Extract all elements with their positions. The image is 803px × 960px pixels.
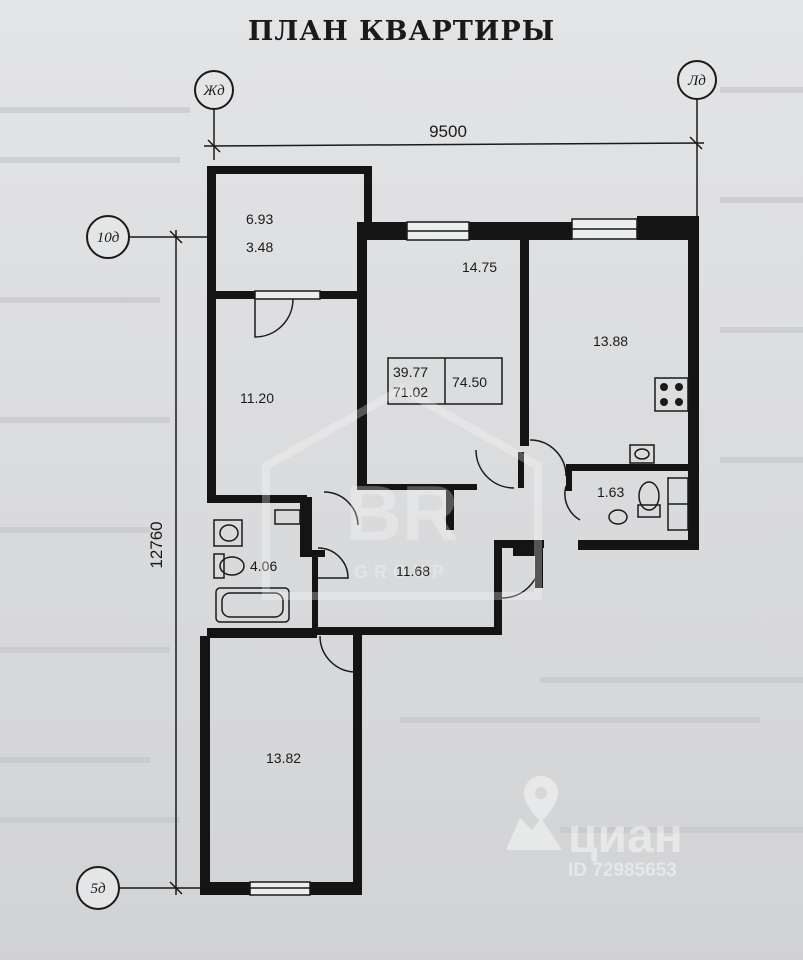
wc-sink-icon <box>608 509 628 525</box>
axis-label-top-left: Жд <box>202 83 225 99</box>
windows <box>249 218 638 896</box>
room-area-kitchen: 13.88 <box>593 333 628 349</box>
br-watermark-text: BR <box>346 469 459 557</box>
axis-marker-left-bottom: 5д <box>76 866 208 910</box>
dimension-width: 9500 <box>203 122 705 153</box>
bathtub-icon <box>215 587 290 623</box>
walls <box>200 166 699 895</box>
dimension-width-label: 9500 <box>429 122 467 141</box>
kitchen-sink-icon <box>629 444 655 464</box>
washer-icon <box>274 509 301 525</box>
br-watermark-sub: GROUP <box>354 562 450 582</box>
room-area-storage-sub: 3.48 <box>246 239 273 255</box>
area-totals-box: 39.77 71.02 74.50 <box>387 357 503 405</box>
room-area-storage: 6.93 <box>246 211 273 227</box>
background-print <box>0 87 803 833</box>
location-pin-icon <box>506 776 562 850</box>
room-area-bedroom-top: 11.20 <box>240 390 274 406</box>
axis-marker-top-right: Лд <box>677 60 717 222</box>
total-area-no-balcony: 71.02 <box>393 384 428 400</box>
room-area-wc: 1.63 <box>597 484 624 500</box>
axis-label-top-right: Лд <box>687 73 706 89</box>
axis-label-left-bottom: 5д <box>90 881 106 897</box>
total-living-area: 39.77 <box>393 364 428 380</box>
axis-marker-left-top: 10д <box>86 215 214 259</box>
dimension-height-label: 12760 <box>147 521 166 568</box>
room-area-bedroom-bottom: 13.82 <box>266 750 301 766</box>
wc-toilet-icon <box>637 481 661 518</box>
axis-label-left-top: 10д <box>97 230 120 246</box>
dimension-height: 12760 <box>147 230 183 895</box>
cian-watermark-id: ID 72985653 <box>568 860 677 881</box>
axis-marker-top-left: Жд <box>194 70 234 160</box>
cian-watermark: циан ID 72985653 <box>506 776 683 881</box>
room-area-living: 14.75 <box>462 259 497 275</box>
total-area: 74.50 <box>452 374 487 390</box>
bath-toilet-icon <box>213 553 245 579</box>
br-group-watermark: BR GROUP <box>262 384 542 600</box>
stove-icon <box>654 377 689 412</box>
wc-shelf-icon <box>667 477 689 531</box>
room-area-hallway: 11.68 <box>396 563 430 579</box>
fixtures <box>213 377 689 623</box>
plan-title: ПЛАН КВАРТИРЫ <box>247 16 556 47</box>
bath-sink-icon <box>213 519 243 547</box>
cian-watermark-text: циан <box>568 810 683 863</box>
room-area-bathroom: 4.06 <box>250 558 277 574</box>
doors <box>254 298 581 673</box>
